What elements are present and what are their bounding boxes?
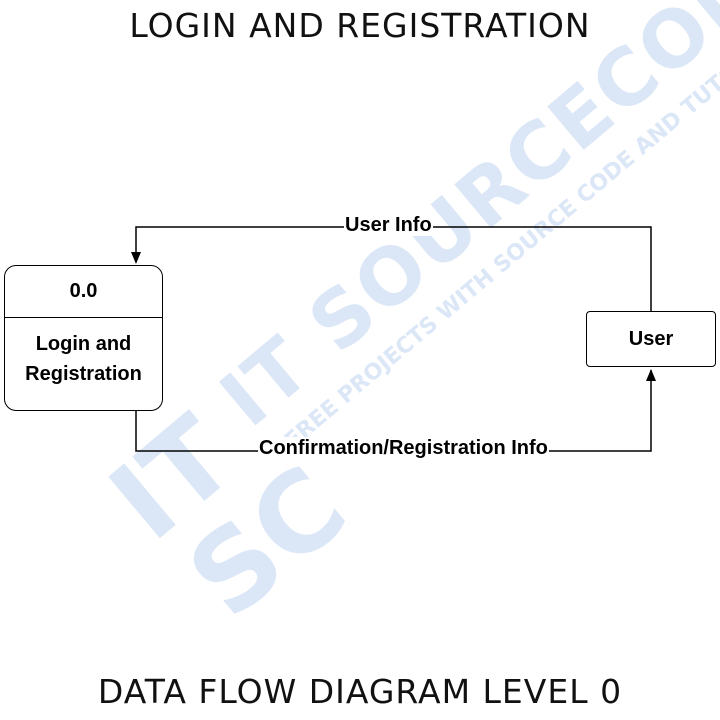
process-name-line2: Registration bbox=[25, 363, 142, 385]
diagram-title: LOGIN AND REGISTRATION bbox=[129, 6, 591, 45]
flow-confirmation-label: Confirmation/Registration Info bbox=[258, 437, 549, 459]
process-name-line1: Login and bbox=[35, 333, 132, 355]
flow-user-info-label: User Info bbox=[344, 214, 433, 236]
process-name: Login and Registration bbox=[5, 319, 162, 411]
external-entity-user[interactable]: User bbox=[586, 311, 716, 367]
flow-user-info-arrowhead bbox=[131, 252, 141, 264]
flow-user-info-line bbox=[135, 226, 652, 311]
flow-confirmation-arrowhead bbox=[646, 369, 656, 381]
diagram-footer: DATA FLOW DIAGRAM LEVEL 0 bbox=[97, 672, 623, 711]
entity-name: User bbox=[628, 327, 674, 350]
process-login-registration[interactable]: 0.0 Login and Registration bbox=[4, 265, 163, 411]
process-id: 0.0 bbox=[5, 266, 162, 318]
